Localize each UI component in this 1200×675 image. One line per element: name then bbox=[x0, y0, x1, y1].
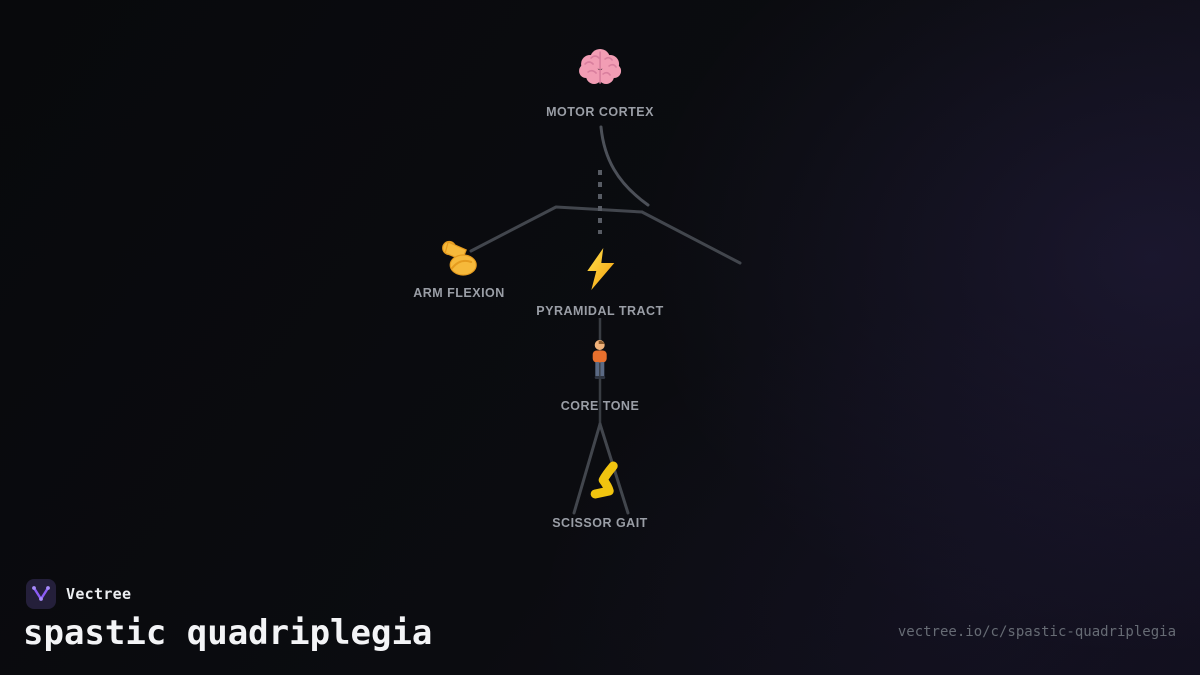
standing-person-icon bbox=[586, 339, 614, 383]
node-label-arm-flexion: ARM FLEXION bbox=[413, 286, 505, 300]
node-label-pyramidal-tract: PYRAMIDAL TRACT bbox=[536, 304, 664, 318]
vectree-logo-icon bbox=[26, 579, 56, 609]
node-motor-cortex[interactable]: MOTOR CORTEX bbox=[546, 46, 654, 119]
node-core-tone[interactable]: CORE TONE bbox=[561, 339, 640, 413]
node-label-scissor-gait: SCISSOR GAIT bbox=[552, 516, 648, 530]
brain-icon bbox=[576, 46, 624, 92]
brand-lockup: Vectree bbox=[26, 579, 131, 609]
footer-url: vectree.io/c/spastic-quadriplegia bbox=[897, 624, 1176, 640]
page-title: spastic quadriplegia bbox=[23, 613, 433, 653]
node-pyramidal-tract[interactable]: PYRAMIDAL TRACT bbox=[536, 248, 663, 318]
flexed-biceps-icon bbox=[439, 237, 479, 277]
node-label-motor-cortex: MOTOR CORTEX bbox=[546, 105, 654, 119]
leg-icon bbox=[580, 461, 620, 499]
node-scissor-gait[interactable]: SCISSOR GAIT bbox=[552, 461, 648, 530]
node-arm-flexion[interactable]: ARM FLEXION bbox=[413, 237, 505, 300]
node-label-core-tone: CORE TONE bbox=[560, 399, 640, 413]
edge-motor-cortex-junction bbox=[599, 125, 650, 207]
lightning-bolt-icon bbox=[583, 248, 617, 290]
brand-name: Vectree bbox=[66, 585, 132, 603]
